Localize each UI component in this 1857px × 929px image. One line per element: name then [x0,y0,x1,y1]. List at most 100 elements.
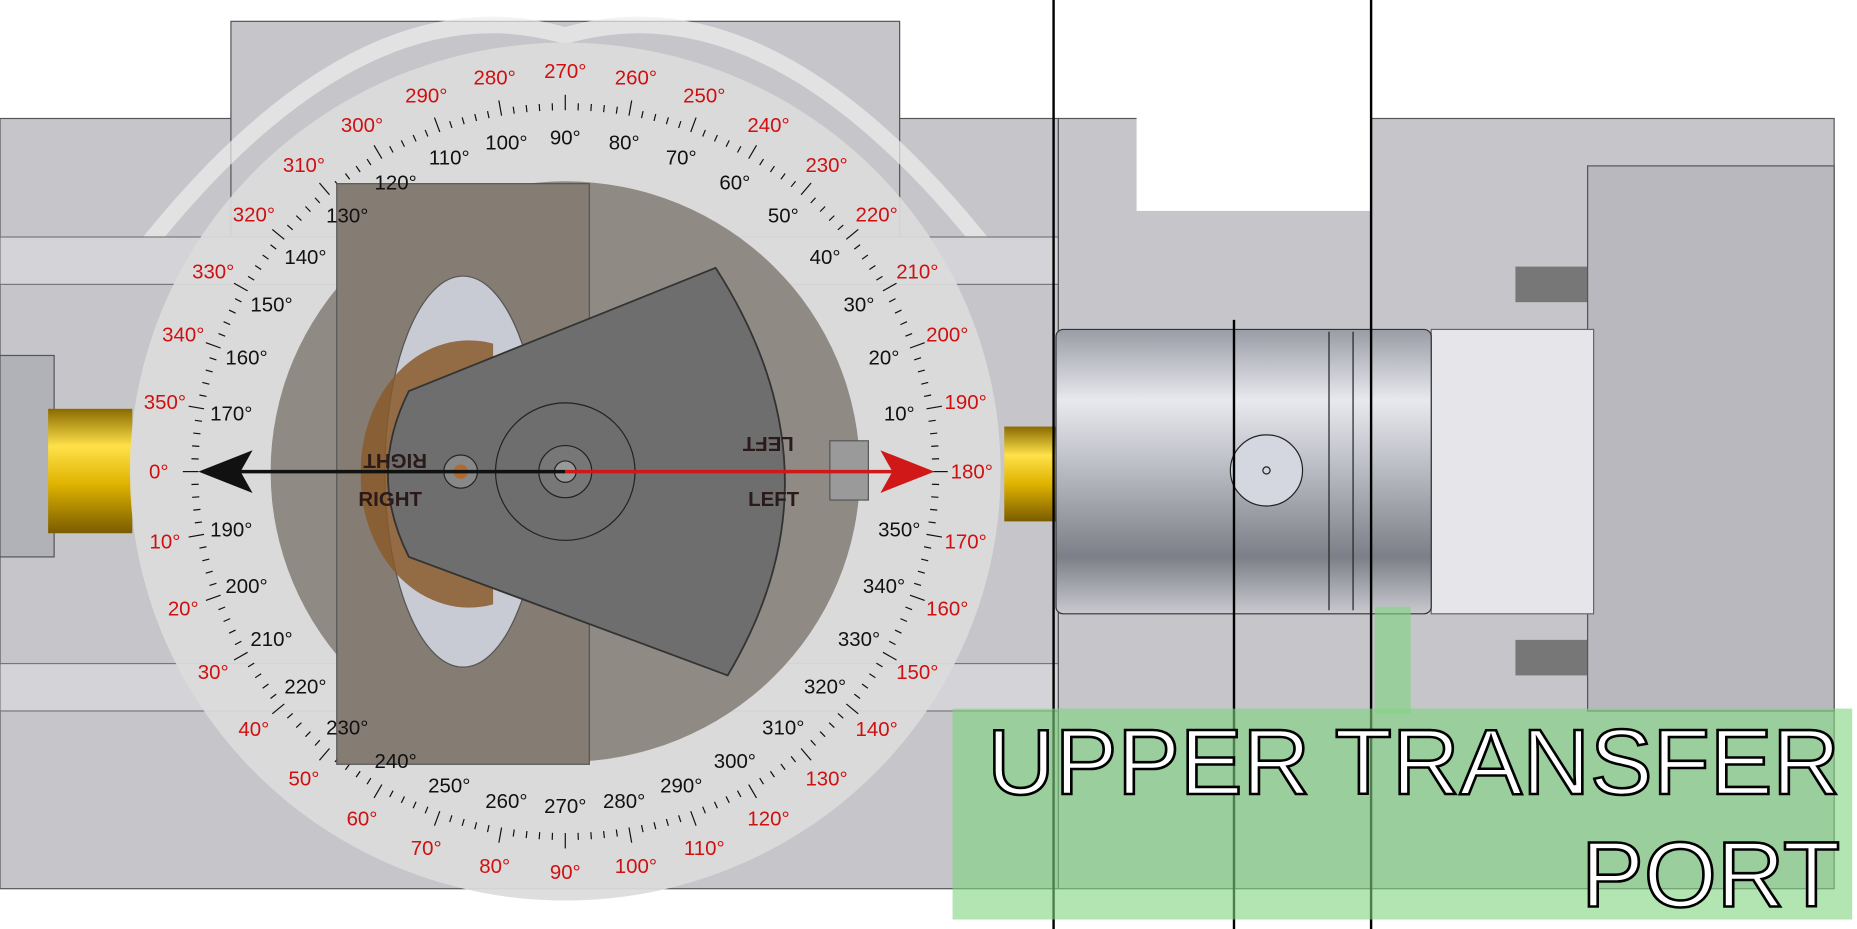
degree-tick [926,533,943,538]
degree-tick [828,722,835,729]
degree-tick [486,111,490,119]
degree-tick [921,381,929,385]
degree-tick [665,117,669,125]
inner-degree-label: 190° [210,520,252,542]
inner-degree-label: 260° [485,791,527,813]
degree-tick [389,145,394,153]
degree-tick [702,129,706,137]
cam-label-right-mirrored: RIGHT [363,449,427,471]
degree-tick [209,357,217,361]
inner-degree-label: 70° [666,148,697,170]
degree-tick [355,770,361,778]
outer-degree-label: 140° [856,719,898,741]
degree-tick [318,748,330,761]
degree-tick [790,180,797,188]
degree-tick [913,582,922,587]
degree-tick [853,244,861,250]
degree-tick [845,703,859,715]
degree-tick [433,811,441,826]
outer-degree-label: 80° [479,856,510,878]
degree-tick [538,832,541,840]
degree-tick [894,629,902,634]
degree-tick [894,309,902,314]
degree-tick [917,570,926,574]
outer-degree-label: 150° [896,662,938,684]
degree-tick [205,594,221,602]
degree-tick [314,197,321,204]
inner-degree-label: 330° [838,629,880,651]
inner-degree-label: 210° [250,629,292,651]
degree-tick [247,662,255,668]
degree-tick [736,790,742,798]
outer-degree-label: 50° [289,769,320,791]
degree-tick [615,829,618,837]
degree-tick [247,275,255,281]
degree-tick [295,215,302,221]
cam-label-left-mirrored: LEFT [742,432,794,454]
outer-degree-label: 200° [926,325,968,347]
degree-tick [205,570,213,574]
degree-tick [449,120,453,129]
degree-tick [512,106,515,114]
degree-tick [828,215,835,221]
degree-tick [800,182,812,196]
cam-label-right: RIGHT [358,489,422,511]
inner-degree-label: 170° [210,404,252,426]
degree-tick [424,129,429,137]
inner-degree-label: 270° [544,796,586,818]
inner-degree-label: 60° [719,172,750,194]
degree-tick [228,629,236,634]
inner-degree-label: 10° [884,404,915,426]
degree-tick [905,333,913,337]
arrowhead-red-icon [880,450,935,493]
degree-tick [628,827,633,843]
piston [1055,328,1432,615]
outer-degree-label: 330° [192,262,234,284]
degree-tick [819,206,826,213]
degree-tick [810,739,817,746]
degree-tick [199,546,207,549]
degree-tick [228,309,236,314]
degree-tick [193,508,201,511]
degree-tick [690,117,697,133]
degree-tick [678,120,682,129]
degree-tick [218,606,226,611]
degree-tick [234,298,242,303]
degree-tick [882,282,897,292]
outer-degree-label: 340° [162,325,204,347]
outer-degree-label: 350° [144,392,186,414]
degree-tick [888,298,896,303]
degree-tick [713,801,718,809]
inner-degree-label: 50° [768,206,799,228]
degree-tick [759,777,765,785]
degree-tick [928,419,936,422]
degree-tick [725,796,730,804]
degree-tick [262,254,269,260]
degree-tick [389,790,394,798]
inner-degree-label: 340° [863,576,905,598]
degree-tick [861,683,869,689]
outer-degree-label: 190° [944,392,986,414]
degree-tick [653,113,657,122]
outer-degree-label: 290° [405,85,447,107]
outer-degree-label: 90° [550,862,581,884]
outer-degree-label: 130° [805,769,847,791]
outer-degree-label: 260° [615,67,657,89]
degree-labels: 0°10°20°30°40°50°60°70°80°90°100°110°120… [144,61,993,884]
degree-tick [780,173,786,180]
port-label-line2: PORT [1581,823,1840,926]
degree-tick [748,144,758,159]
degree-tick [615,106,618,114]
degree-tick [853,693,861,699]
inner-degree-label: 120° [375,172,417,194]
degree-wheel: 0°10°20°30°40°50°60°70°80°90°100°110°120… [129,42,1001,901]
degree-tick [923,394,932,398]
degree-tick [199,394,207,398]
degree-tick [412,801,417,809]
degree-tick [905,606,913,611]
degree-tick [254,673,262,679]
degree-tick [525,105,528,113]
inner-degree-label: 100° [485,133,527,155]
outer-degree-label: 300° [341,115,383,137]
